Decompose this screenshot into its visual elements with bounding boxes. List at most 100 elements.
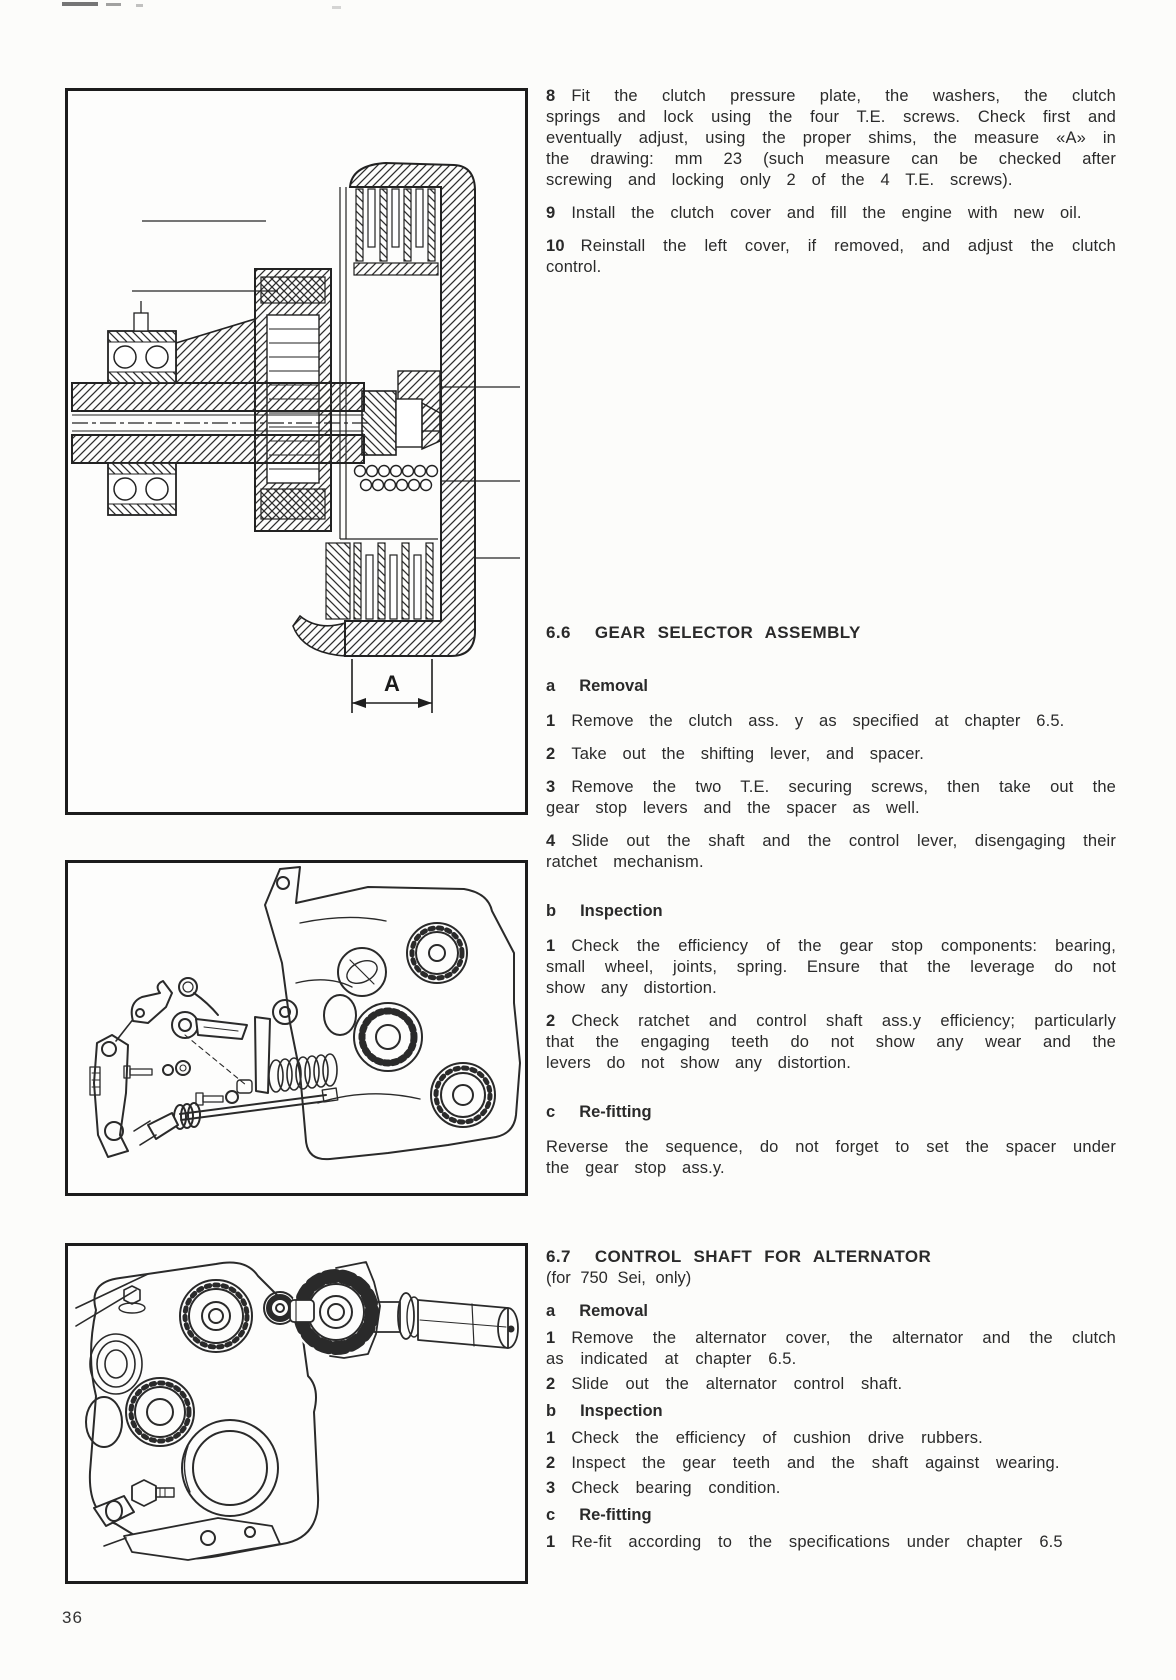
engine-fin-line <box>75 1273 149 1309</box>
item-text: Remove the clutch ass. y as specified at… <box>571 712 1065 730</box>
section-title: CONTROL SHAFT FOR ALTERNATOR <box>594 1247 932 1266</box>
case-bearing-top <box>179 1279 253 1353</box>
item-text: Install the clutch cover and fill the en… <box>571 204 1082 222</box>
item-number: 10 <box>546 237 565 255</box>
section-number: 6.6 <box>546 623 571 642</box>
case-bearing-middle <box>125 1377 195 1447</box>
item-number: 3 <box>546 1479 556 1497</box>
subsection-letter: c <box>546 1506 556 1524</box>
section-number: 6.7 <box>546 1247 571 1266</box>
case-oval-window <box>85 1396 123 1448</box>
removal-step-2: 2 Take out the shifting lever, and spacer… <box>546 744 1116 765</box>
alternator-control-shaft <box>373 1292 519 1349</box>
item-number: 2 <box>546 745 556 763</box>
scan-artifact <box>62 2 98 6</box>
subsection-letter: b <box>546 902 557 920</box>
subsection-title: Re-fitting <box>579 1506 652 1524</box>
ribbed-hub <box>89 1333 143 1395</box>
item-text: Take out the shifting lever, and spacer. <box>571 745 925 763</box>
item-text: Remove the alternator cover, the alterna… <box>546 1329 1116 1368</box>
crankcase-side-view <box>75 1261 320 1560</box>
case-window <box>323 994 357 1036</box>
item-number: 2 <box>546 1375 556 1393</box>
shaft-end-cap <box>497 1307 519 1349</box>
inspection-step-2: 2 Inspect the gear teeth and the shaft ag… <box>546 1453 1116 1474</box>
dimension-A-label: A <box>384 671 400 696</box>
bearing-bottom-right <box>430 1062 496 1128</box>
section-subtitle: (for 750 Sei, only) <box>546 1269 692 1287</box>
item-text: Check ratchet and control shaft ass.y ef… <box>546 1012 1116 1072</box>
selector-bracket <box>89 1012 139 1158</box>
item-text: Re-fit according to the specifications u… <box>571 1533 1063 1551</box>
removal-step-1: 1 Remove the clutch ass. y as specified a… <box>546 711 1116 732</box>
item-number: 1 <box>546 1429 556 1447</box>
bolt-hole <box>276 876 290 890</box>
subsection-c-heading: c Re-fitting <box>546 1505 1116 1526</box>
splined-shaft-stub <box>353 1002 423 1072</box>
spacer-bush <box>236 1079 253 1094</box>
item-text: Check the efficiency of the gear stop co… <box>546 937 1116 997</box>
clutch-cross-section-drawing: A <box>71 161 520 713</box>
gear-stop-lever <box>130 980 173 1024</box>
bearing-balls <box>128 1380 192 1444</box>
item-text: Inspect the gear teeth and the shaft aga… <box>571 1454 1060 1472</box>
gearbox-shaft-section <box>71 317 441 464</box>
vertical-link <box>254 1016 271 1094</box>
subsection-letter: c <box>546 1103 556 1121</box>
lower-clutch-plate-stack <box>325 542 434 620</box>
item-number: 1 <box>546 1533 556 1551</box>
gear-selector-exploded-figure <box>65 860 528 1196</box>
item-text: Remove the two T.E. securing screws, the… <box>546 778 1116 817</box>
clutch-drum-wall <box>339 187 438 540</box>
page-number: 36 <box>62 1608 83 1627</box>
case-bore-opening <box>181 1419 279 1517</box>
gear-stub-shaft <box>289 1299 315 1323</box>
item-number: 2 <box>546 1454 556 1472</box>
subsection-letter: a <box>546 677 556 695</box>
bearing-balls <box>182 1282 250 1350</box>
alternator-shaft-drawing <box>75 1261 519 1561</box>
threaded-tip <box>321 1087 339 1103</box>
clutch-cross-section-figure: A <box>65 88 528 815</box>
leader-lines <box>132 220 520 559</box>
return-spring <box>268 1053 338 1093</box>
item-number: 1 <box>546 937 556 955</box>
item-number: 1 <box>546 712 556 730</box>
knurled-bolt-head <box>178 977 198 997</box>
bearing-balls <box>409 925 465 981</box>
section-6-7-heading: 6.7 CONTROL SHAFT FOR ALTERNATOR (for 750… <box>546 1246 1116 1289</box>
bottom-bracket <box>103 1517 281 1561</box>
section-title-line: 6.7 CONTROL SHAFT FOR ALTERNATOR <box>546 1246 1116 1268</box>
refitting-step-1: 1 Re-fit according to the specifications … <box>546 1532 1116 1553</box>
shift-fork <box>147 1112 179 1140</box>
alignment-dashed-line <box>184 1034 247 1086</box>
ratchet-lever-assembly <box>171 977 271 1094</box>
scan-artifact <box>332 6 341 9</box>
washer-on-case <box>272 999 298 1025</box>
selector-shaft <box>133 1087 339 1146</box>
alternator-drive-gear <box>289 1261 381 1359</box>
subsection-title: Removal <box>579 1302 648 1320</box>
item-number: 1 <box>546 1329 556 1347</box>
dimension-A: A <box>351 659 433 713</box>
refitting-text: Reverse the sequence, do not forget to s… <box>546 1137 1116 1179</box>
subsection-title: Inspection <box>580 1402 663 1420</box>
item-number: 9 <box>546 204 556 222</box>
gear-selector-drawing <box>89 866 521 1161</box>
scan-artifact <box>106 3 121 6</box>
